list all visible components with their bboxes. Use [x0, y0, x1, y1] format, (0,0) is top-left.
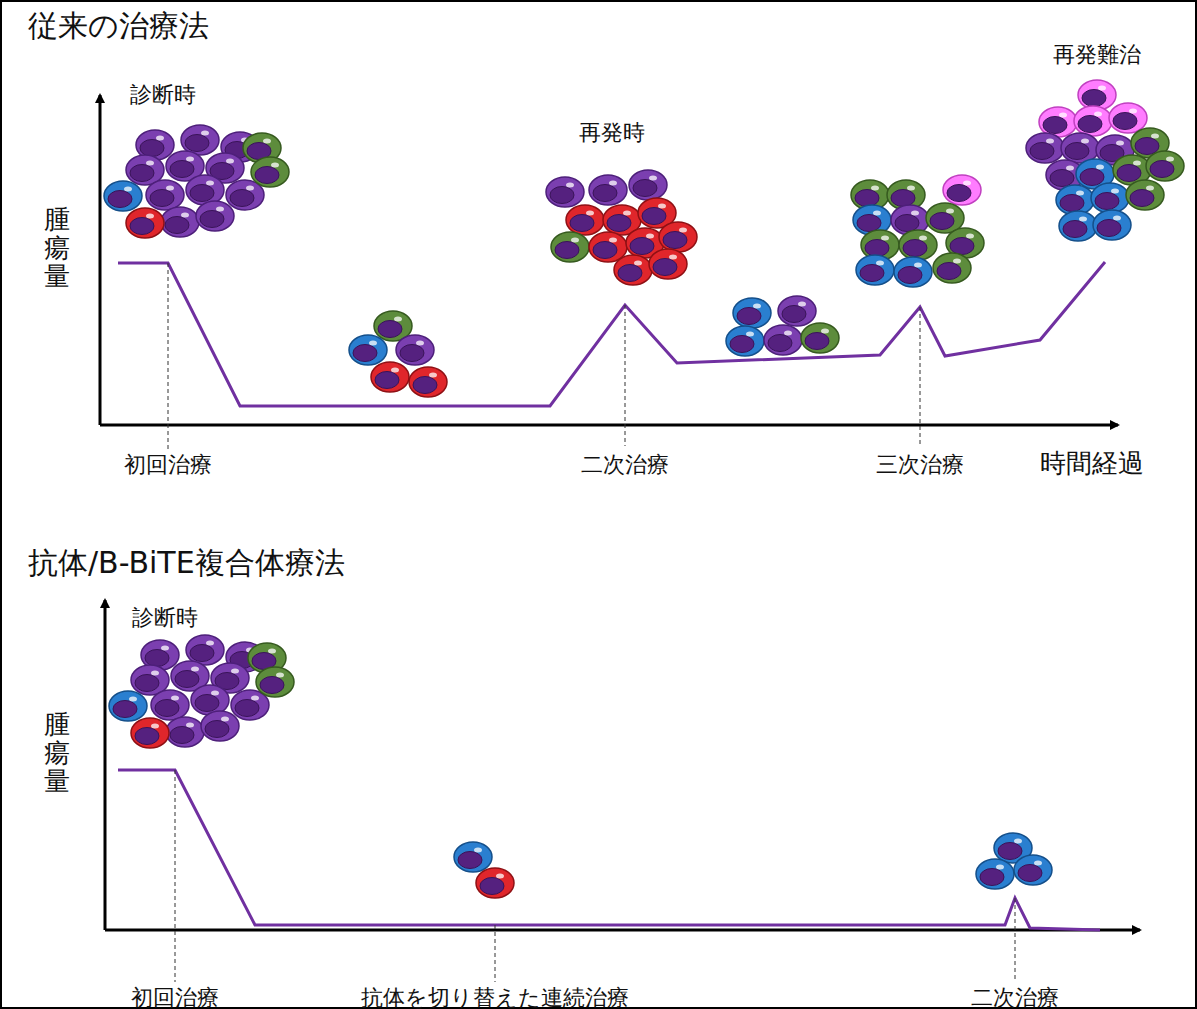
tumor-cell — [201, 711, 239, 741]
tumor-cell — [131, 718, 169, 748]
tumor-cell — [589, 175, 627, 205]
tumor-cell — [151, 690, 189, 720]
tumor-cell — [726, 326, 764, 356]
tumor-cell — [976, 859, 1014, 889]
tumor-cell — [1093, 210, 1131, 240]
tumor-cell — [894, 257, 932, 287]
tumor-cell — [733, 298, 771, 328]
axis-label: 腫瘍量 — [44, 205, 70, 291]
treatment-label: 二次治療 — [581, 452, 669, 478]
y-axis — [99, 95, 102, 425]
x-axis — [100, 424, 1118, 427]
stage-label: 再発時 — [579, 120, 645, 146]
treatment-label: 初回治療 — [124, 452, 212, 478]
tumor-cell — [614, 255, 652, 285]
tumor-cell — [349, 335, 387, 365]
tumor-cell — [109, 691, 147, 721]
tumor-cell — [256, 667, 294, 697]
treatment-label: 三次治療 — [876, 452, 964, 478]
tumor-cell — [161, 207, 199, 237]
tumor-cell — [1059, 211, 1097, 241]
stage-label: 再発難治 — [1053, 42, 1141, 68]
tumor-cell — [764, 325, 802, 355]
tumor-cell — [659, 222, 697, 252]
guide-lines — [168, 263, 920, 450]
tumor-cell — [371, 362, 409, 392]
axis-label: 腫瘍量 — [44, 710, 70, 796]
tumor-cell — [476, 868, 514, 898]
x-axis — [105, 929, 1140, 932]
treatment-label: 抗体を切り替えた連続治療 — [361, 985, 629, 1009]
treatment-label: 初回治療 — [131, 985, 219, 1009]
tumor-cell — [409, 367, 447, 397]
tumor-cell — [251, 157, 289, 187]
tumor-cell — [551, 232, 589, 262]
tumor-cell — [1014, 855, 1052, 885]
tumor-cell — [899, 230, 937, 260]
tumor-cell — [1078, 80, 1116, 110]
tumor-curve — [118, 770, 1100, 930]
stage-label: 診断時 — [130, 82, 196, 108]
tumor-cell — [104, 181, 142, 211]
panel-title: 抗体/B-BiTE複合体療法 — [28, 545, 345, 581]
tumor-cell — [1109, 103, 1147, 133]
guide-lines — [175, 770, 1015, 982]
tumor-cell — [629, 170, 667, 200]
tumor-cell — [196, 201, 234, 231]
tumor-cell — [454, 842, 492, 872]
treatment-label: 二次治療 — [971, 985, 1059, 1009]
cells — [104, 80, 1184, 898]
tumor-cell — [801, 323, 839, 353]
y-axis — [104, 600, 107, 930]
tumor-cell — [649, 249, 687, 279]
tumor-cell — [126, 208, 164, 238]
tumor-cell — [1091, 183, 1129, 213]
tumor-cell — [1074, 106, 1112, 136]
tumor-cell — [166, 717, 204, 747]
tumor-cell — [1126, 180, 1164, 210]
tumor-cell — [778, 296, 816, 326]
tumor-cell — [943, 175, 981, 205]
tumor-cell — [1146, 151, 1184, 181]
tumor-cell — [933, 253, 971, 283]
tumor-cell — [146, 180, 184, 210]
tumor-cell — [1026, 133, 1064, 163]
tumor-cell — [396, 335, 434, 365]
tumor-curve — [118, 262, 1105, 406]
tumor-cell — [856, 255, 894, 285]
tumor-cell — [566, 205, 604, 235]
panel-title: 従来の治療法 — [28, 8, 209, 44]
axis-label: 時間経過 — [1040, 448, 1144, 479]
stage-label: 診断時 — [132, 605, 198, 631]
tumor-cell — [546, 177, 584, 207]
